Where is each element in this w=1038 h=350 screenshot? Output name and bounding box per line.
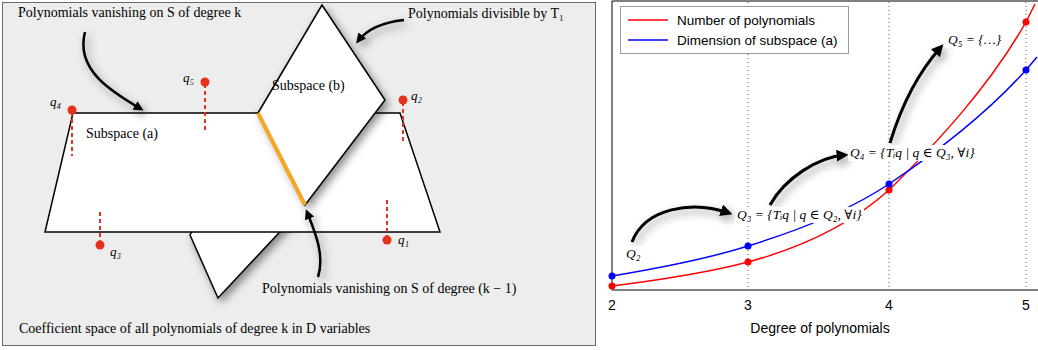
legend-text: Dimension of subspace (a) xyxy=(677,33,838,48)
red-points xyxy=(609,19,1030,290)
axis-title: Degree of polynomials xyxy=(750,320,889,337)
red-curve xyxy=(612,4,1035,286)
legend-entry: Dimension of subspace (a) xyxy=(627,30,838,50)
point-label: q₁ xyxy=(398,232,409,248)
point-label: q₄ xyxy=(50,94,61,110)
plane-b-upper xyxy=(258,5,385,205)
callout-arrows xyxy=(83,20,404,277)
panel-caption: Coefficient space of all polynomials of … xyxy=(19,321,370,338)
plot-frame xyxy=(612,1,1038,290)
set-label: Q₃ = {Tᵢq | q ∈ Q₂, ∀i} xyxy=(735,207,864,223)
tick-label: 5 xyxy=(1022,297,1030,314)
set-label: Q₄ = {Tᵢq | q ∈ Q₃, ∀i} xyxy=(848,145,977,161)
point-drops xyxy=(72,84,403,243)
intersection-line xyxy=(258,113,305,205)
panel-ground xyxy=(2,2,596,346)
sample-points xyxy=(68,78,408,250)
plane-a xyxy=(45,113,440,232)
point-label: q₅ xyxy=(183,70,194,86)
legend-box: Number of polynomialsDimension of subspa… xyxy=(620,6,849,54)
legend-entry: Number of polynomials xyxy=(627,10,838,30)
point-label: q₃ xyxy=(110,244,121,260)
plane-label: Subspace (a) xyxy=(86,126,158,143)
legend-text: Number of polynomials xyxy=(677,13,815,28)
legend-line xyxy=(627,34,669,46)
set-label: Q₅ = {…} xyxy=(946,32,1003,48)
callout-text: Polynomials vanishing on S of degree k xyxy=(18,5,241,22)
callout-text: Polynomials divisible by T₁ xyxy=(408,6,564,23)
tick-label: 2 xyxy=(608,297,616,314)
legend-line xyxy=(627,14,669,26)
blue-curve xyxy=(612,57,1037,276)
tick-label: 4 xyxy=(885,297,893,314)
point-label: q₂ xyxy=(411,88,422,104)
tick-label: 3 xyxy=(744,297,752,314)
blue-points xyxy=(609,67,1030,280)
set-label: Q₂ xyxy=(624,246,642,262)
plane-label: Subspace (b) xyxy=(272,78,345,95)
callout-text: Polynomials vanishing on S of degree (k … xyxy=(262,281,516,298)
